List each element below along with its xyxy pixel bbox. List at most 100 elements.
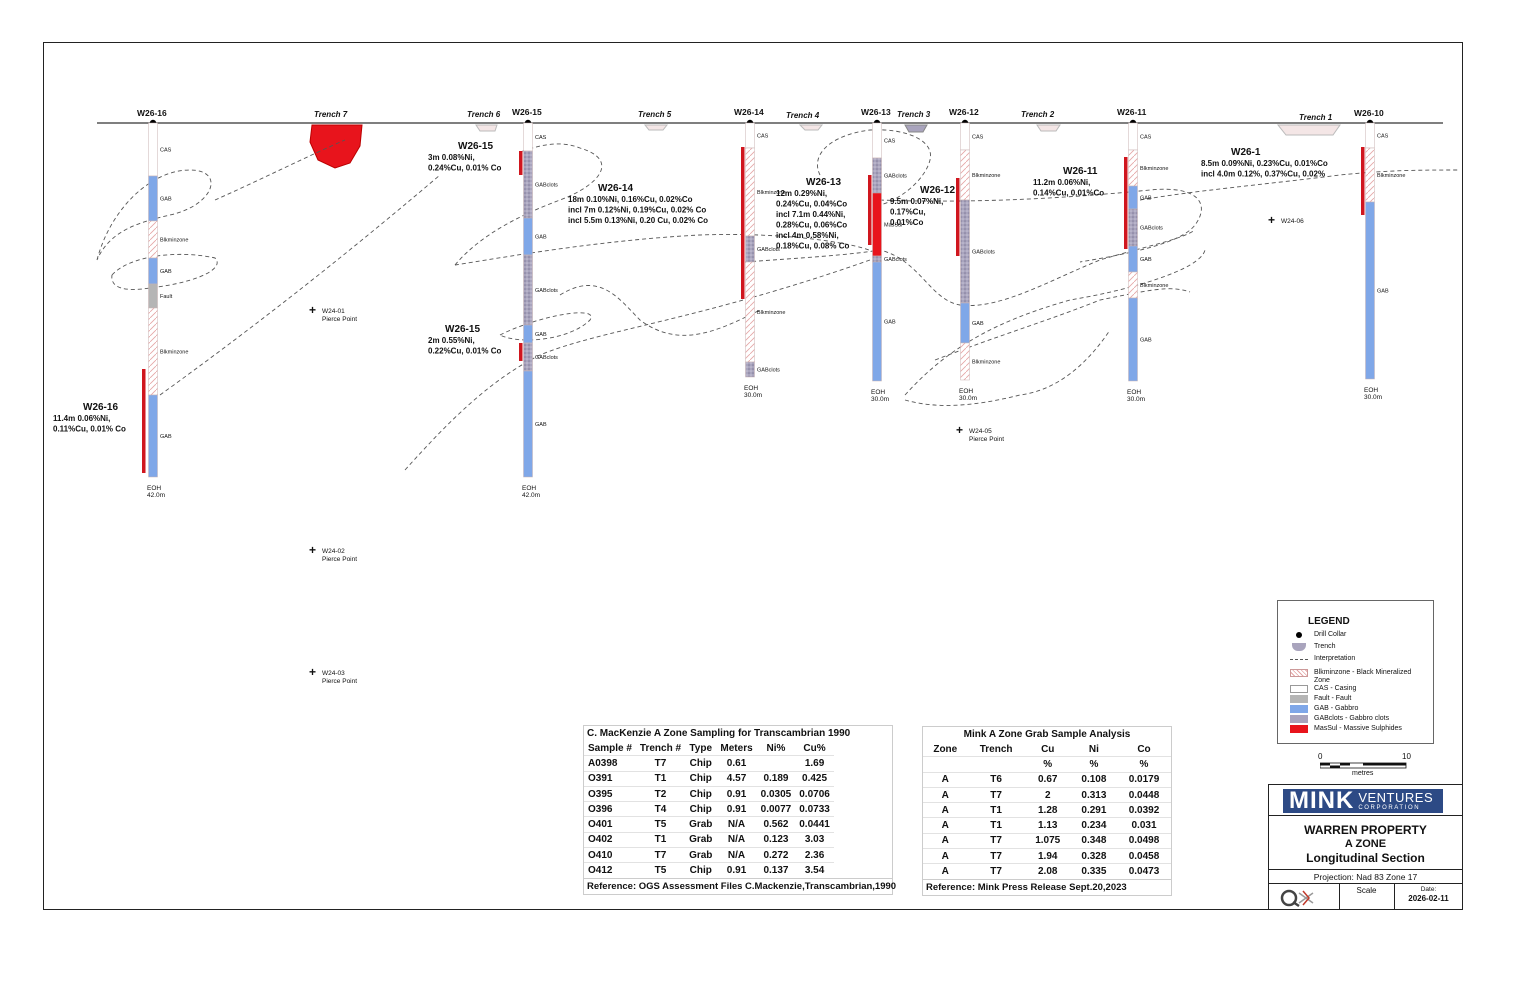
hole-segment-gabclots	[1128, 208, 1138, 247]
pierce-point-icon: +	[956, 423, 963, 437]
hole-segment-blkminzone	[148, 220, 158, 259]
unit-label: Blkminzone	[757, 190, 785, 196]
trench-label: Trench 6	[467, 110, 501, 119]
eoh-depth-label: 42.0m	[522, 492, 540, 499]
pierce-point-label: Pierce Point	[322, 556, 357, 563]
eoh-label: EOH	[147, 485, 161, 492]
unit-label: Fault	[160, 294, 173, 300]
hole-segment-gabclots	[960, 199, 970, 304]
hole-segment-gabclots	[523, 254, 533, 326]
unit-label: CAS	[160, 148, 172, 154]
scale-end: 10	[1402, 752, 1411, 761]
table-cell: O410	[584, 847, 636, 863]
table-cell: 0.0448	[1117, 786, 1171, 803]
table-cell: Chip	[685, 785, 717, 802]
legend-label: GABclots - Gabbro clots	[1314, 715, 1390, 722]
table-cell: 0.108	[1070, 771, 1118, 788]
map-frame	[43, 42, 1463, 910]
intercept-bar	[1124, 157, 1128, 249]
intercept-line: 11.2m 0.06%Ni,	[1033, 178, 1090, 187]
table-cell: N/A	[716, 847, 757, 863]
logo-main: MINK	[1289, 787, 1355, 814]
intercept-line: incl 7m 0.12%Ni, 0.19%Cu, 0.02% Co	[568, 206, 706, 215]
property-name: WARREN PROPERTY	[1304, 823, 1427, 837]
table-cell: O401	[584, 816, 636, 833]
hole-segment-gabclots	[872, 157, 882, 194]
intercept-title: W26-16	[83, 402, 118, 413]
pierce-point-icon: +	[309, 303, 316, 317]
table-cell: A0398	[584, 755, 636, 772]
hole-segment-blkminzone	[148, 307, 158, 396]
intercept-line: 12m 0.29%Ni,	[776, 189, 827, 198]
table-cell: T7	[635, 847, 686, 863]
table-cell: 0.0179	[1117, 771, 1171, 788]
gab-icon	[1290, 705, 1308, 713]
hole-id-label: W26-16	[137, 108, 167, 118]
unit-label: CAS	[1377, 134, 1389, 140]
legend-row-interp: Interpretation	[1290, 655, 1424, 663]
table-header-cell: Sample #	[588, 742, 632, 754]
eoh-label: EOH	[1364, 387, 1378, 394]
table-unit-cell: %	[1117, 756, 1171, 773]
table-cell: T1	[635, 770, 686, 787]
table-cell: 0.0733	[795, 801, 834, 817]
pierce-point-icon: +	[309, 665, 316, 679]
hole-segment-cas	[148, 122, 158, 177]
intercept-line: 9.5m 0.07%Ni,	[890, 197, 943, 206]
table-cell: T6	[967, 771, 1025, 788]
intercept-line: 0.14%Cu, 0.01%Co	[1033, 189, 1104, 198]
legend-label: Fault - Fault	[1314, 695, 1352, 702]
unit-label: Blkminzone	[160, 350, 188, 356]
table-cell: 0.234	[1070, 817, 1118, 834]
eoh-depth-label: 42.0m	[147, 492, 165, 499]
intercept-bar	[741, 147, 745, 299]
drill-hole-w26-14: W26-14CASBlkminzoneGABclotsBlkminzoneGAB…	[734, 107, 785, 399]
pierce-point-label: Pierce Point	[322, 316, 357, 323]
pierce-point-id: W24-01	[322, 308, 345, 315]
hole-segment-gabclots	[872, 255, 882, 263]
table-cell: 0.0458	[1117, 848, 1171, 864]
pierce-point-icon: +	[309, 543, 316, 557]
table1-reference: Reference: OGS Assessment Files C.Macken…	[584, 877, 896, 894]
intercept-line: 3m 0.08%Ni,	[428, 153, 475, 162]
scale-bar-graphic	[1320, 762, 1407, 769]
unit-label: Blkminzone	[757, 310, 785, 316]
intercept-bar	[956, 178, 960, 256]
trench-6-outline	[475, 124, 498, 132]
table-header-cell: Trench	[979, 743, 1013, 755]
table-cell: 4.57	[716, 770, 757, 787]
table-cell: 0.0077	[756, 801, 796, 817]
hole-segment-blkminzone	[1128, 271, 1138, 299]
interpretation-lines	[96, 129, 1461, 471]
hole-segment-blkminzone	[745, 147, 755, 237]
unit-label: GABclots	[535, 355, 558, 361]
pierce-point-label: Pierce Point	[969, 436, 1004, 443]
legend-row-fault: Fault - Fault	[1290, 695, 1424, 703]
table-unit-cell	[967, 756, 1025, 773]
intercept-line: 0.28%Cu, 0.06%Co	[776, 221, 847, 230]
hole-segment-gab	[1128, 245, 1138, 273]
intercept-line: incl 4m 0.58%Ni,	[776, 231, 839, 240]
scale-unit: metres	[1352, 770, 1374, 777]
unit-label: GAB	[535, 332, 547, 338]
hole-segment-blkminzone	[1128, 149, 1138, 187]
eoh-label: EOH	[744, 385, 758, 392]
unit-label: MasSul	[884, 223, 902, 229]
hole-segment-cas	[872, 122, 882, 159]
drill-hole-w26-11: W26-11CASBlkminzoneGABGABclotsGABBlkminz…	[1117, 107, 1168, 403]
table-header-cell: Ni	[1088, 743, 1099, 755]
unit-label: GABclots	[757, 247, 780, 253]
table-cell: T7	[967, 786, 1025, 803]
table-cell: 3.54	[795, 862, 834, 878]
